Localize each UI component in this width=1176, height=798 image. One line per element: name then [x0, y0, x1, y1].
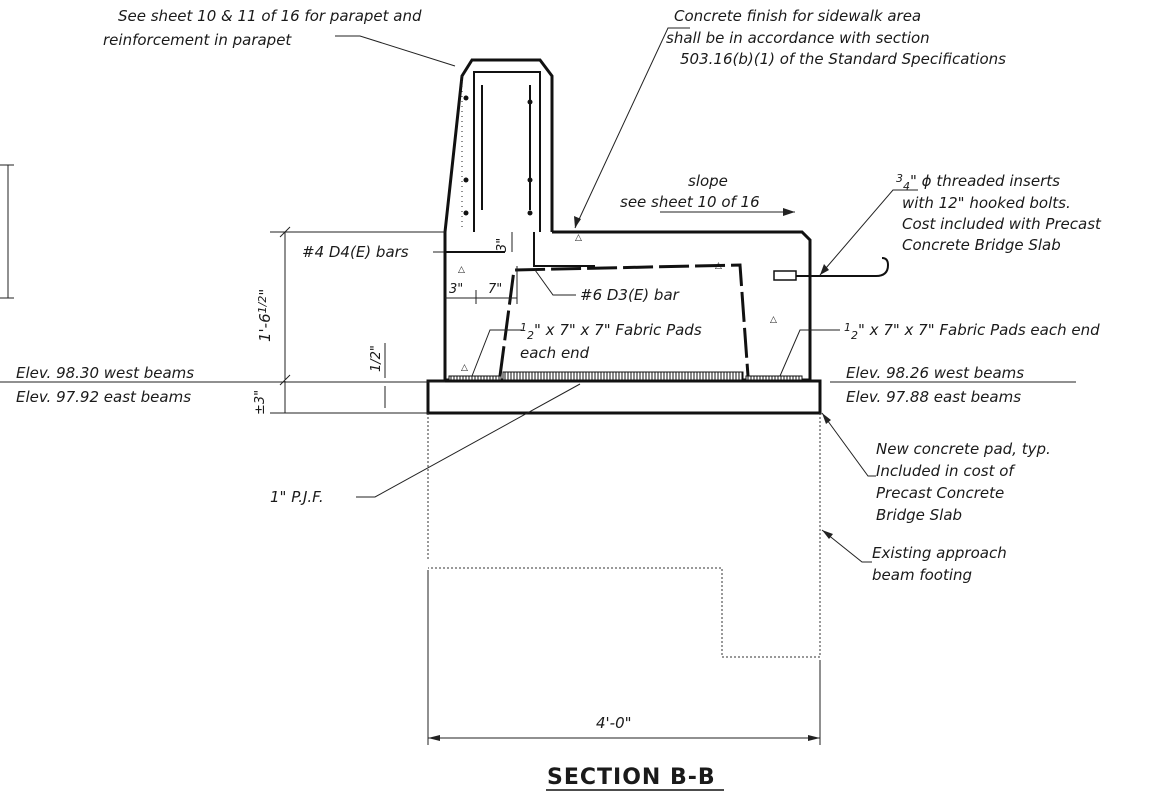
threaded-insert — [773, 270, 797, 281]
svg-text:△: △ — [715, 261, 722, 271]
svg-text:each end: each end — [520, 344, 590, 362]
parapet-reinforcement — [463, 71, 541, 232]
d4-bars-note: #4 D4(E) bars — [302, 243, 444, 261]
svg-text:#4 D4(E) bars: #4 D4(E) bars — [302, 243, 409, 261]
elev-left-east: Elev. 97.92 east beams — [16, 388, 191, 406]
svg-text:slope: slope — [688, 172, 728, 190]
elev-right-east: Elev. 97.88 east beams — [846, 388, 1021, 406]
section-title: SECTION B-B — [546, 765, 724, 791]
three-inch-label: 3" — [449, 282, 463, 297]
existing-footing — [427, 413, 821, 745]
half-inch-dim: 1/2" — [369, 343, 386, 408]
width-dimension: 4'-0" — [428, 714, 820, 741]
concrete-pad — [426, 379, 822, 415]
three-inch-vertical-dim: 3" — [495, 232, 513, 252]
svg-text:△: △ — [458, 265, 465, 275]
svg-text:Concrete Bridge Slab: Concrete Bridge Slab — [902, 236, 1061, 254]
svg-text:3": 3" — [495, 238, 510, 252]
pjf-note: 1" P.J.F. — [270, 383, 581, 506]
title-text: SECTION B-B — [547, 765, 716, 790]
pads-left-note: 12" x 7" x 7" Fabric Pads each end — [471, 321, 702, 377]
parapet-note: See sheet 10 & 11 of 16 for parapet and … — [103, 7, 456, 67]
finish-note: Concrete finish for sidewalk area shall … — [574, 7, 1006, 229]
three-seven-horizontal-dim: 3" 7" — [445, 266, 518, 304]
svg-text:34" ϕ threaded inserts: 34" ϕ threaded inserts — [896, 172, 1060, 193]
new-pad-note: New concrete pad, typ. Included in cost … — [821, 412, 1051, 524]
pads-right-note: 12" x 7" x 7" Fabric Pads each end — [779, 321, 1100, 377]
svg-text:1" P.J.F.: 1" P.J.F. — [270, 488, 324, 506]
left-edge-dimension — [0, 164, 14, 299]
svg-text:Bridge Slab: Bridge Slab — [876, 506, 962, 524]
svg-text:Precast Concrete: Precast Concrete — [876, 484, 1004, 502]
svg-text:beam footing: beam footing — [872, 566, 972, 584]
svg-text:Cost included with Precast: Cost included with Precast — [902, 215, 1102, 233]
d3-bar-note: #6 D3(E) bar — [534, 269, 680, 304]
width-label: 4'-0" — [596, 714, 632, 732]
svg-text:#6 D3(E) bar: #6 D3(E) bar — [580, 286, 680, 304]
elev-right-west: Elev. 98.26 west beams — [846, 364, 1024, 382]
elev-left-west: Elev. 98.30 west beams — [16, 364, 194, 382]
svg-text:1/2": 1/2" — [369, 345, 384, 372]
pad-thickness-dim: ±3" — [253, 381, 428, 415]
svg-text:Included in cost of: Included in cost of — [876, 462, 1016, 480]
svg-text:±3": ±3" — [253, 390, 268, 415]
inserts-note: 34" ϕ threaded inserts with 12" hooked b… — [796, 172, 1102, 277]
svg-text:503.16(b)(1) of the Standard S: 503.16(b)(1) of the Standard Specificati… — [680, 50, 1006, 68]
svg-text:reinforcement in parapet: reinforcement in parapet — [103, 31, 292, 49]
height-label: 1'-61/2" — [256, 289, 274, 342]
svg-text:New concrete pad, typ.: New concrete pad, typ. — [876, 440, 1051, 458]
svg-text:see sheet 10 of 16: see sheet 10 of 16 — [620, 193, 760, 211]
elevation-left: Elev. 98.30 west beams Elev. 97.92 east … — [0, 364, 445, 406]
slope-note: slope see sheet 10 of 16 — [620, 172, 795, 216]
bridge-slab: △ △ △ △ △ — [443, 230, 812, 382]
elevation-right: Elev. 98.26 west beams Elev. 97.88 east … — [830, 364, 1076, 406]
svg-text:See sheet 10 & 11 of 16 for pa: See sheet 10 & 11 of 16 for parapet and — [118, 7, 422, 25]
height-dimension: 1'-61/2" — [256, 226, 445, 386]
svg-text:12" x 7" x 7" Fabric Pads: 12" x 7" x 7" Fabric Pads — [520, 321, 702, 342]
existing-footing-note: Existing approach beam footing — [821, 529, 1007, 584]
parapet — [443, 58, 554, 233]
slab-reinforcement — [445, 232, 797, 281]
svg-text:shall be in accordance with se: shall be in accordance with section — [666, 29, 930, 47]
seven-inch-label: 7" — [488, 282, 502, 297]
svg-text:△: △ — [461, 363, 468, 373]
svg-text:△: △ — [575, 233, 582, 243]
svg-text:△: △ — [770, 315, 777, 325]
svg-text:with 12" hooked bolts.: with 12" hooked bolts. — [902, 194, 1071, 212]
svg-text:Concrete finish for sidewalk a: Concrete finish for sidewalk area — [674, 7, 921, 25]
svg-text:Existing approach: Existing approach — [872, 544, 1007, 562]
svg-text:12" x 7" x 7" Fabric Pads each: 12" x 7" x 7" Fabric Pads each end — [844, 321, 1100, 342]
